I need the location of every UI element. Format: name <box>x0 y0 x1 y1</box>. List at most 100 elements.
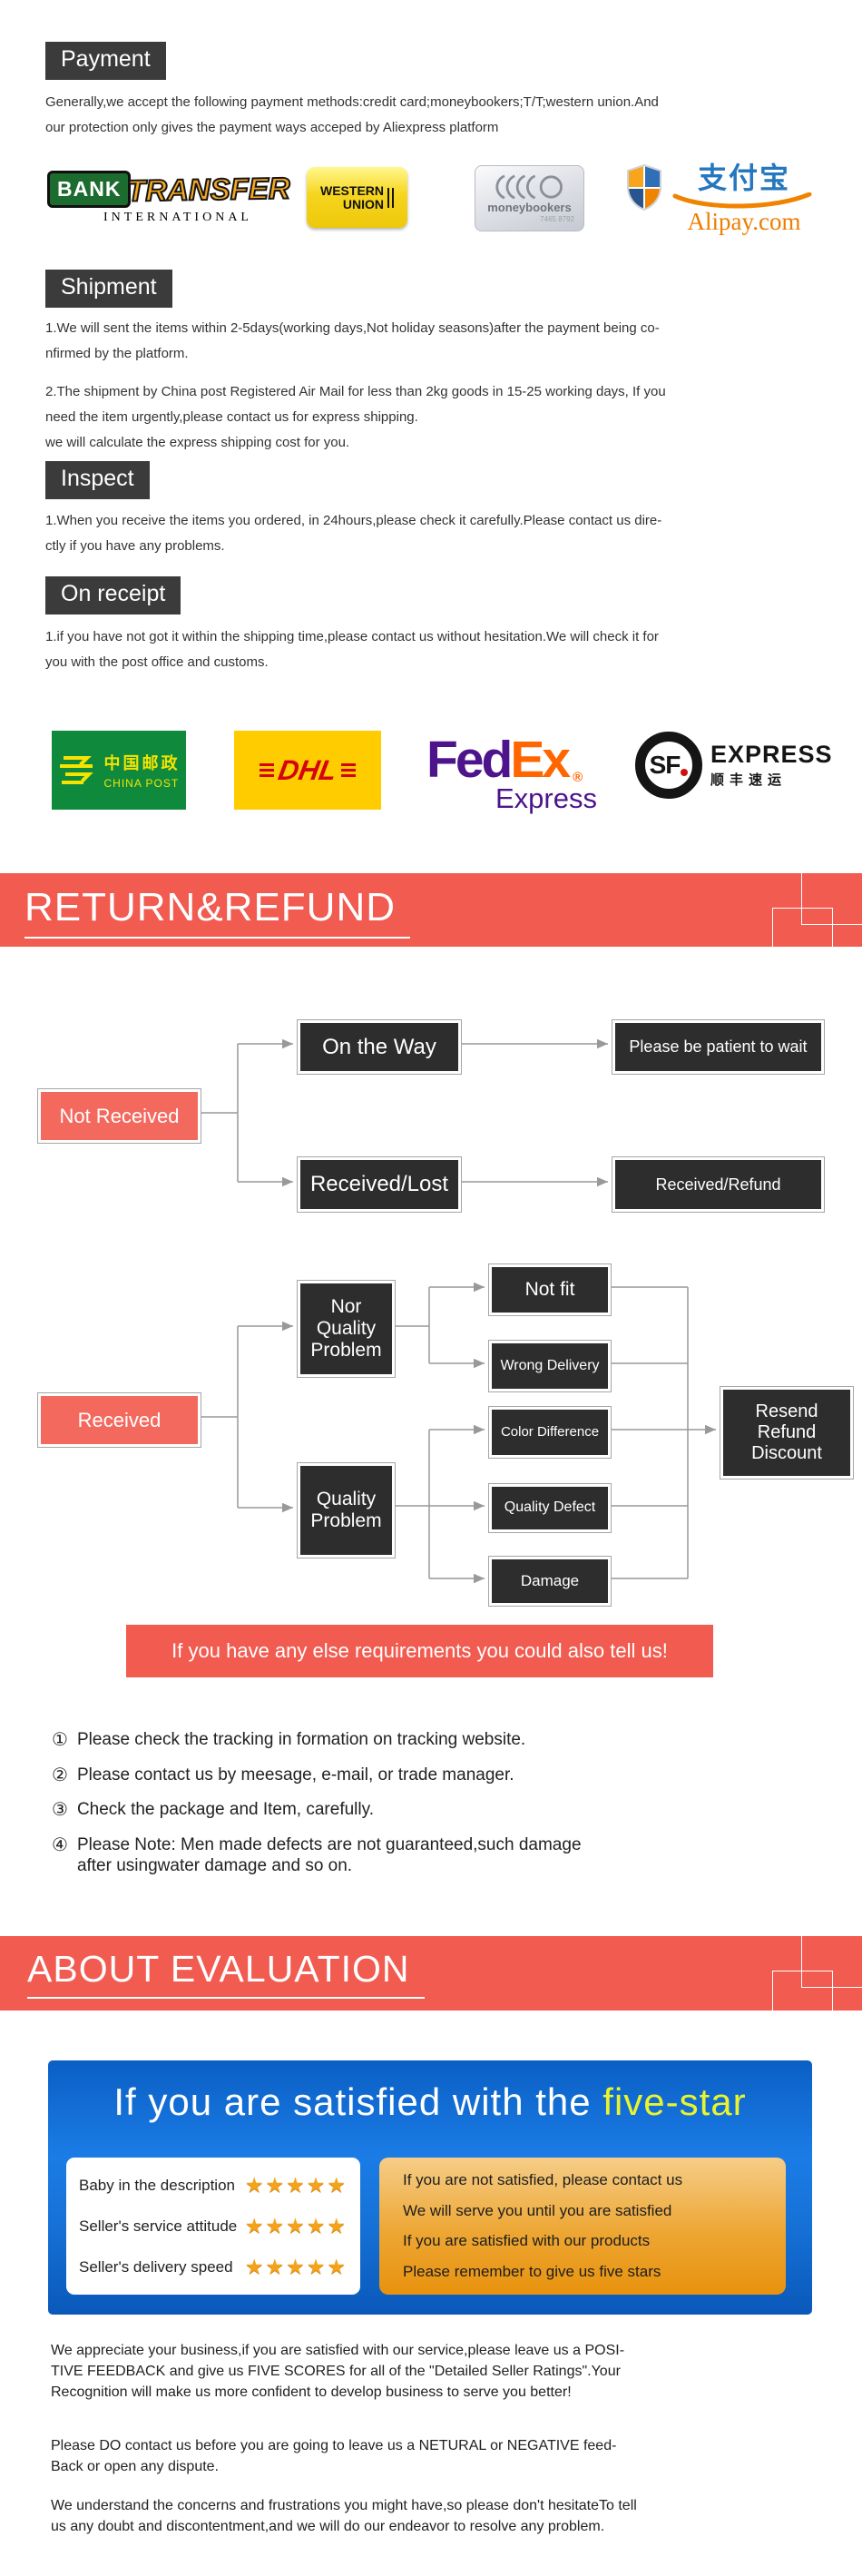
footer-paragraph-2: Please DO contact us before you are goin… <box>51 2438 617 2475</box>
flow1-received-lost-node: Received/Lost <box>298 1157 461 1212</box>
about-evaluation-title: ABOUT EVALUATION <box>27 1948 425 1999</box>
fedex-ex-text: Ex <box>510 731 571 789</box>
sf-initials-wrap: SF <box>650 751 689 780</box>
evaluation-headline-accent-text: five-star <box>602 2080 747 2123</box>
western-union-line2: UNION <box>342 196 384 211</box>
shipment-para1: 1.We will sent the items within 2-5days(… <box>45 320 660 361</box>
satisfaction-note-4: Please remember to give us five stars <box>403 2263 661 2281</box>
alipay-text-block: 支付宝 Alipay.com <box>671 163 817 236</box>
dhl-text: DHL <box>276 753 340 786</box>
requirements-banner: If you have any else requirements you co… <box>126 1625 713 1677</box>
flow2-color-difference-node: Color Difference <box>489 1407 611 1458</box>
flow2-received-node: Received <box>38 1393 201 1447</box>
band1-decor-square-large <box>801 822 862 925</box>
rating-label-service: Seller's service attitude <box>79 2217 238 2235</box>
flow2-quality-defect-node: Quality Defect <box>489 1484 611 1532</box>
alipay-domain-text: Alipay.com <box>687 208 801 235</box>
payment-body-text: Generally,we accept the following paymen… <box>45 94 659 135</box>
flow1-on-the-way-node: On the Way <box>298 1020 461 1074</box>
evaluation-headline: If you are satisfied with the five-star <box>48 2080 812 2124</box>
sf-ring-icon: SF <box>635 732 702 799</box>
note-4-text: Please Note: Men made defects are not gu… <box>76 1835 582 1876</box>
dhl-logo: DHL <box>234 731 381 810</box>
band2-decor-square-large <box>801 1885 862 1988</box>
return-refund-band: RETURN&REFUND <box>0 873 862 947</box>
moneybookers-name-text: moneybookers <box>487 200 572 214</box>
note-3-text: Check the package and Item, carefully. <box>76 1800 374 1819</box>
sf-red-dot-icon <box>681 769 689 776</box>
flow1-be-patient-node: Please be patient to wait <box>612 1020 824 1074</box>
alipay-chinese-text: 支付宝 <box>697 162 790 194</box>
on-receipt-para: 1.if you have not got it within the ship… <box>45 629 659 670</box>
western-union-line1: WESTERN <box>320 182 384 198</box>
flow2-quality-problem-node: Quality Problem <box>298 1463 395 1558</box>
flow2-nor-quality-problem-node: Nor Quality Problem <box>298 1281 395 1377</box>
flowchart1-connectors <box>195 1038 608 1187</box>
note-item-4: ④ Please Note: Men made defects are not … <box>52 1834 832 1876</box>
sf-express-logo: SF EXPRESS 顺丰速运 <box>635 732 833 799</box>
satisfaction-note-3: If you are satisfied with our products <box>403 2232 651 2250</box>
flow1-not-received-node: Not Received <box>38 1089 201 1143</box>
rating-stars-description: ★★★★★ <box>244 2173 348 2197</box>
rating-stars-service: ★★★★★ <box>244 2214 348 2237</box>
bank-transfer-transfer-text: TRANSFER <box>126 170 291 208</box>
dhl-right-bars-icon <box>340 763 356 777</box>
rating-row-delivery: Seller's delivery speed ★★★★★ <box>79 2255 348 2279</box>
sf-text-block: EXPRESS 顺丰速运 <box>710 742 833 789</box>
western-union-bars-icon <box>387 187 394 208</box>
alipay-logo: 支付宝 Alipay.com <box>624 163 817 236</box>
return-refund-title: RETURN&REFUND <box>24 885 410 939</box>
satisfaction-note-1: If you are not satisfied, please contact… <box>403 2170 683 2188</box>
moneybookers-digits-text: 7465 8792 <box>540 214 574 223</box>
note-1-number: ① <box>52 1730 68 1750</box>
rating-label-description: Baby in the description <box>79 2176 235 2194</box>
note-item-3: ③ Check the package and Item, carefully. <box>52 1799 832 1821</box>
rating-stars-delivery: ★★★★★ <box>244 2255 348 2278</box>
alipay-swoosh-icon <box>672 192 812 209</box>
flow2-not-fit-node: Not fit <box>489 1264 611 1315</box>
china-post-emblem-icon <box>59 755 93 784</box>
evaluation-panel: If you are satisfied with the five-star … <box>48 2060 812 2315</box>
alipay-shield-icon <box>627 163 661 211</box>
shipment-para2: 2.The shipment by China post Registered … <box>45 384 666 450</box>
bank-transfer-logo: BANK TRANSFER INTERNATIONAL <box>47 170 291 225</box>
china-post-logo: 中国邮政 CHINA POST <box>52 731 186 810</box>
note-4-number: ④ <box>52 1835 68 1855</box>
satisfaction-note-2: We will serve you until you are satisfie… <box>403 2201 672 2219</box>
rating-row-service: Seller's service attitude ★★★★★ <box>79 2214 348 2238</box>
fedex-express-text: Express <box>495 782 597 815</box>
flow1-received-refund-node: Received/Refund <box>612 1157 824 1212</box>
on-receipt-section-header: On receipt <box>45 576 181 615</box>
band1-decor-square-small <box>772 908 833 982</box>
footer-paragraph-1: We appreciate your business,if you are s… <box>51 2343 625 2401</box>
western-union-text: WESTERN UNION <box>320 184 384 211</box>
note-item-1: ① Please check the tracking in formation… <box>52 1729 832 1751</box>
sf-express-text: EXPRESS <box>710 740 833 768</box>
rating-label-delivery: Seller's delivery speed <box>79 2257 233 2276</box>
sf-initials-text: SF <box>649 751 681 779</box>
satisfaction-notes-card: If you are not satisfied, please contact… <box>379 2158 786 2295</box>
china-post-english-text: CHINA POST <box>103 777 180 790</box>
note-item-2: ② Please contact us by meesage, e-mail, … <box>52 1765 832 1786</box>
flow2-damage-node: Damage <box>489 1557 611 1606</box>
bank-transfer-international-text: INTERNATIONAL <box>103 211 252 224</box>
bank-transfer-logo-row: BANK TRANSFER <box>47 170 291 208</box>
moneybookers-logo: moneybookers 7465 8792 <box>475 165 584 231</box>
fedex-fed-text: Fed <box>426 731 513 789</box>
note-2-text: Please contact us by meesage, e-mail, or… <box>76 1765 514 1785</box>
footer-paragraph-3: We understand the concerns and frustrati… <box>51 2498 637 2535</box>
flowchart2-connectors <box>195 1282 716 1584</box>
sf-chinese-text: 顺丰速运 <box>710 772 788 788</box>
china-post-text-block: 中国邮政 CHINA POST <box>104 751 181 790</box>
fedex-registered-mark: ® <box>573 769 583 785</box>
evaluation-headline-white-text: If you are satisfied with the <box>113 2080 603 2123</box>
flow2-resend-refund-discount-node: Resend Refund Discount <box>720 1387 853 1479</box>
about-evaluation-band: ABOUT EVALUATION <box>0 1936 862 2011</box>
band2-decor-square-small <box>772 1971 833 2045</box>
note-3-number: ③ <box>52 1800 68 1820</box>
inspect-para: 1.When you receive the items you ordered… <box>45 513 662 554</box>
rating-row-description: Baby in the description ★★★★★ <box>79 2173 348 2197</box>
